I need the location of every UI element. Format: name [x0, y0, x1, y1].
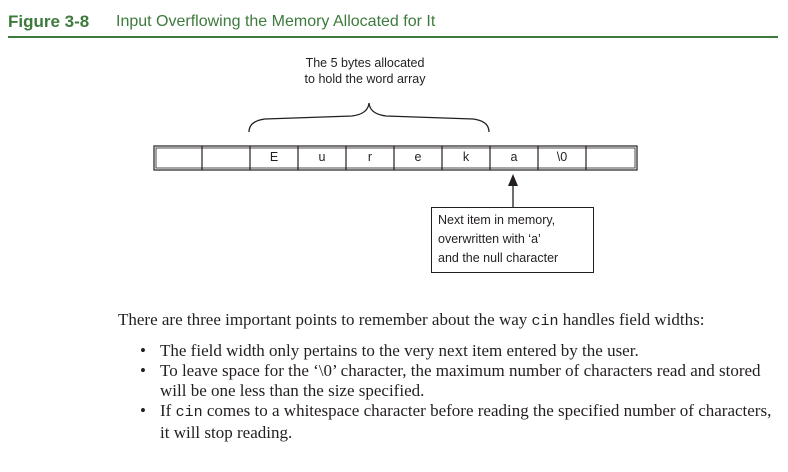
- figure-rule: [8, 36, 778, 38]
- memory-cell: k: [462, 150, 470, 164]
- brace: [248, 102, 490, 133]
- brace-note: The 5 bytes allocated to hold the word a…: [270, 55, 460, 87]
- bullet-text: comes to a whitespace character before r…: [160, 401, 772, 442]
- memory-cell: r: [367, 150, 373, 164]
- inline-code: cin: [531, 313, 559, 330]
- intro-text: There are three important points to reme…: [118, 310, 532, 329]
- bullet-text: If: [160, 401, 176, 420]
- bullet-item: To leave space for the ‘\0’ character, t…: [140, 361, 780, 401]
- callout-box: Next item in memory, overwritten with ‘a…: [431, 207, 594, 273]
- brace-note-line: The 5 bytes allocated: [305, 56, 425, 70]
- figure-label: Figure 3-8: [8, 12, 90, 31]
- intro-text: handles field widths:: [558, 310, 705, 329]
- memory-cell: [154, 147, 202, 167]
- memory-strip-inner: [155, 147, 636, 169]
- figure-title: Input Overflowing the Memory Allocated f…: [116, 13, 436, 30]
- bullet-item: The field width only pertains to the ver…: [140, 341, 780, 361]
- memory-cell: e: [414, 150, 422, 164]
- memory-cell: [202, 147, 250, 167]
- memory-cell: \0: [556, 150, 568, 164]
- figure-header: Figure 3-8 Input Overflowing the Memory …: [8, 6, 778, 38]
- callout-line: overwritten with ‘a’: [438, 232, 541, 246]
- bullet-text: The field width only pertains to the ver…: [160, 341, 639, 360]
- memory-cell: E: [269, 150, 279, 164]
- callout-line: and the null character: [438, 251, 559, 265]
- memory-cell: a: [510, 150, 518, 164]
- bullet-list: The field width only pertains to the ver…: [140, 341, 780, 443]
- memory-strip: [153, 145, 638, 171]
- memory-cell: u: [318, 150, 326, 164]
- inline-code: cin: [175, 404, 203, 421]
- bullet-text: To leave space for the ‘\0’ character, t…: [160, 361, 761, 400]
- callout-line: Next item in memory,: [438, 213, 556, 227]
- memory-cell: [586, 147, 637, 167]
- brace-note-line: to hold the word array: [304, 72, 426, 86]
- cell-dividers: [201, 146, 587, 170]
- arrow-head: [508, 174, 518, 186]
- bullet-item: If cin comes to a whitespace character b…: [140, 401, 780, 443]
- intro-paragraph: There are three important points to reme…: [118, 309, 783, 333]
